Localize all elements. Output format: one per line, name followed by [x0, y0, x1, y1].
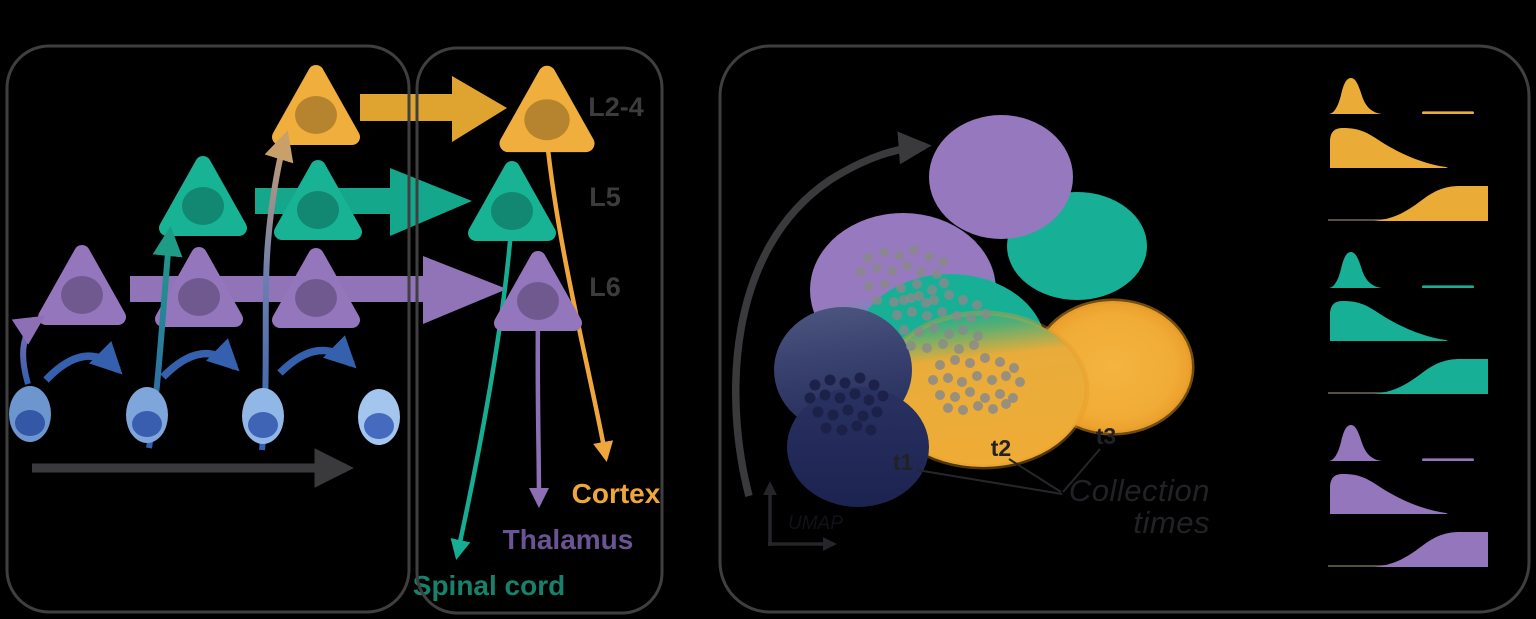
umap-axis-label: UMAP	[788, 513, 843, 534]
callout-line-t2	[1008, 458, 1062, 493]
self-renewal-arrow-icon	[160, 338, 240, 380]
panel-border-right	[718, 44, 1531, 614]
projection-label-cortex: Cortex	[572, 478, 661, 509]
progenitor-cells	[9, 386, 400, 445]
projection-label-thalamus: Thalamus	[503, 524, 634, 555]
sampled-cells-dots-teal	[892, 290, 991, 354]
panel-border-middle	[415, 46, 664, 615]
self-renewal-arrow-icon	[277, 335, 357, 376]
projection-label-spinal-cord: Spinal cord	[413, 570, 565, 601]
sampled-cells-dots-yellow	[928, 353, 1025, 415]
collection-times-annotation-line1: Collection	[1069, 473, 1210, 508]
collection-time-label-t3: t3	[1096, 423, 1116, 449]
l2-4-band-arrow-icon	[360, 76, 507, 142]
panel-layers-projections: L2-4 L5 L6 Cortex Thalamus Spinal cord	[413, 74, 661, 601]
layer-label-l6: L6	[589, 272, 621, 302]
axon-to-thalamus-icon	[528, 319, 550, 509]
collection-times-annotation-line2: times	[1133, 505, 1210, 540]
panel-umap-collection: t1 t2 t3 Collection times UMAP	[732, 78, 1489, 568]
sampled-cells-dots-purple	[856, 245, 949, 308]
callout-line-t3	[1062, 448, 1101, 493]
panel-border-left	[5, 44, 411, 614]
callout-line-t1	[916, 469, 1063, 495]
umap-cluster-purple-late	[929, 115, 1073, 239]
collection-time-label-t2: t2	[991, 435, 1011, 461]
axon-to-spinal-cord-icon	[450, 229, 514, 560]
layer-label-l2-4: L2-4	[588, 92, 644, 122]
sampled-cells-dots-navy	[804, 372, 889, 436]
layer-label-l5: L5	[589, 182, 621, 212]
lineage-arrow-to-l6-icon	[11, 315, 46, 385]
collection-time-label-t1: t1	[893, 449, 914, 475]
self-renewal-arrow-icon	[43, 341, 123, 383]
umap-cluster-navy-t1-lower	[787, 387, 929, 507]
trajectory-arrow-icon	[732, 131, 932, 497]
